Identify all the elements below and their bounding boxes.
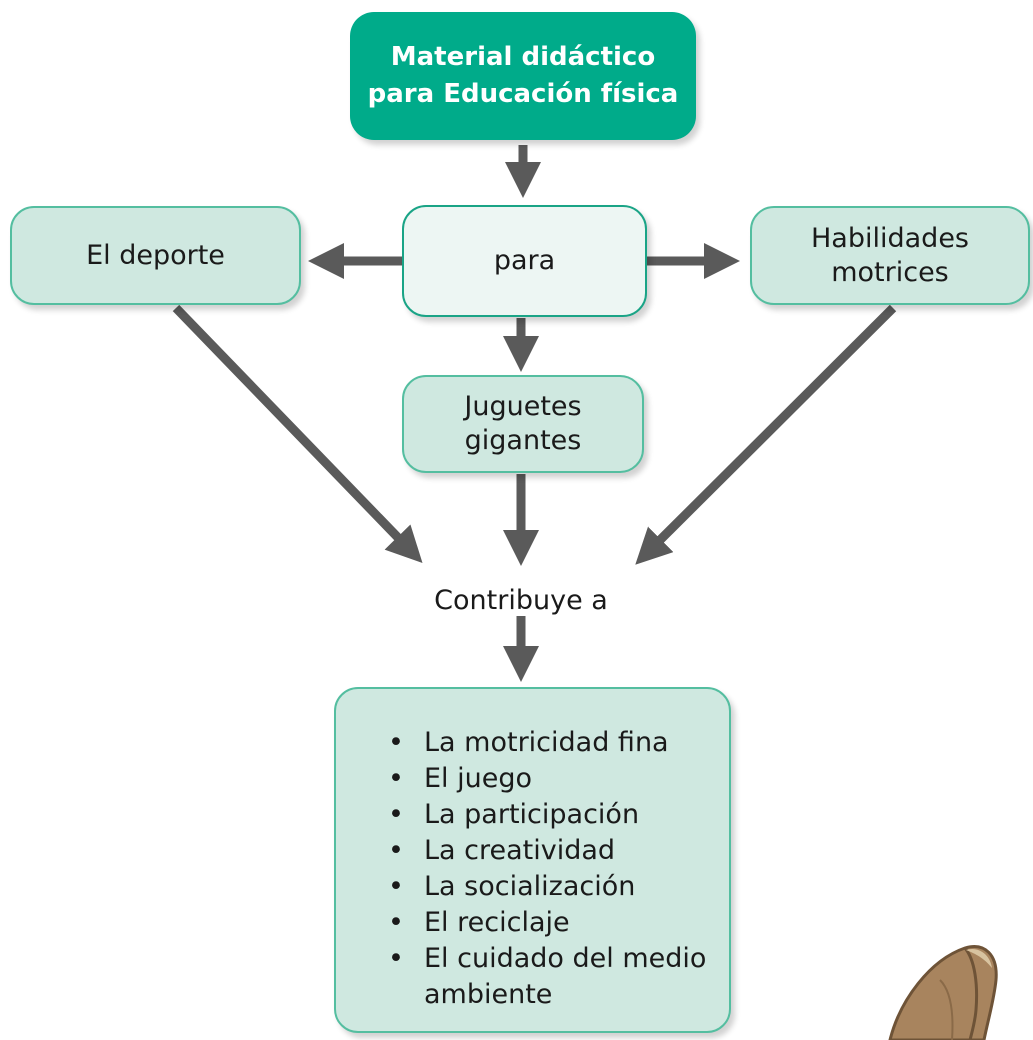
- list-item: •La motricidad fina: [388, 725, 706, 761]
- list-item: •El reciclaje: [388, 905, 706, 941]
- bullet-icon: •: [388, 835, 404, 866]
- juguetes-line-1: Juguetes: [464, 391, 582, 422]
- bullet-icon: •: [388, 907, 404, 938]
- contribuye-label: Contribuye a: [434, 585, 608, 616]
- bullet-icon: •: [388, 763, 404, 794]
- bullet-icon: •: [388, 943, 404, 974]
- juguetes-node: Juguetes gigantes: [402, 375, 644, 473]
- list-item: •La socialización: [388, 869, 706, 905]
- deporte-node: El deporte: [10, 206, 301, 305]
- para-node: para: [402, 205, 647, 317]
- bullet-icon: •: [388, 871, 404, 902]
- outcomes-list-node: •La motricidad fina •El juego •La partic…: [334, 687, 731, 1033]
- para-label: para: [493, 245, 556, 276]
- juguetes-line-2: gigantes: [464, 425, 582, 456]
- bullet-icon: •: [388, 799, 404, 830]
- list-item: •El juego: [388, 761, 706, 797]
- title-line-1: Material didáctico: [390, 42, 656, 72]
- arrow-habilidades-to-contribuye: [635, 304, 897, 565]
- list-item: •La participación: [388, 797, 706, 833]
- title-node: Material didáctico para Educación física: [350, 12, 696, 140]
- list-item: •La creatividad: [388, 833, 706, 869]
- deporte-label: El deporte: [86, 239, 225, 271]
- outcomes-list: •La motricidad fina •El juego •La partic…: [388, 725, 706, 1013]
- arrow-deporte-to-contribuye: [172, 304, 423, 563]
- habilidades-node: Habilidades motrices: [750, 206, 1030, 305]
- habilidades-line-2: motrices: [831, 256, 949, 288]
- title-line-2: para Educación física: [367, 79, 679, 109]
- list-item-continuation: ambiente: [424, 979, 553, 1010]
- habilidades-line-1: Habilidades: [811, 222, 969, 254]
- bullet-icon: •: [388, 727, 404, 758]
- seashell-illustration: [888, 945, 998, 1040]
